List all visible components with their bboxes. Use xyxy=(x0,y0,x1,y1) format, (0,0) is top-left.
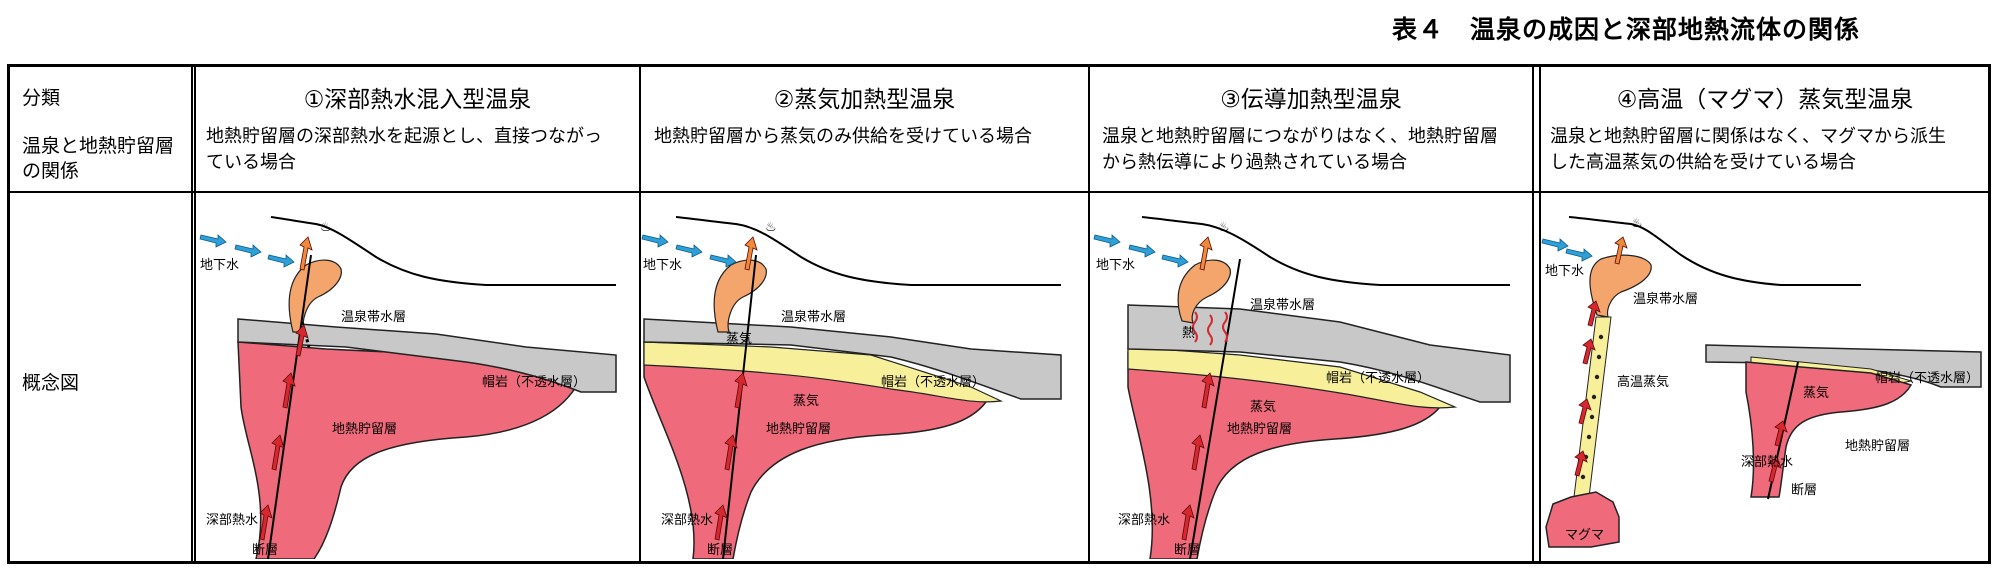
column-2-desc-line1: 地熱貯留層から蒸気のみ供給を受けている場合 xyxy=(654,126,1032,147)
reservoir-label: 地熱貯留層 xyxy=(1845,439,1910,454)
relation-label-line1: 温泉と地熱貯留層 xyxy=(22,135,175,157)
groundwater-label: 地下水 xyxy=(1545,264,1584,279)
diagram-steam-heated-type: ♨ 地下水 温泉帯水層 蒸気 帽岩（不透水層） 蒸気 地熱貯留層 深部熱水 断層 xyxy=(641,216,1062,559)
upflow-arrows xyxy=(259,236,313,541)
cap-rock-label: 帽岩（不透水層） xyxy=(482,374,586,390)
upflow-arrows xyxy=(714,236,758,541)
fault-label: 断層 xyxy=(1791,483,1817,498)
heat-label: 熱 xyxy=(1182,326,1195,341)
steam-zone-label: 蒸気 xyxy=(793,393,819,409)
fault-label: 断層 xyxy=(1174,543,1200,558)
reservoir-label: 地熱貯留層 xyxy=(766,422,831,437)
svg-text:♨: ♨ xyxy=(320,220,332,235)
column-4-desc-line1: 温泉と地熱貯留層に関係はなく、マグマから派生 xyxy=(1550,126,1946,147)
cap-rock-label: 帽岩（不透水層） xyxy=(1875,370,1979,386)
diagram-magma-steam-type: ♨ 地下水 温泉帯水層 帽岩（不透水層） 高温蒸気 蒸気 地熱貯留層 深部熱水 … xyxy=(1541,216,1982,548)
aquifer-label: 温泉帯水層 xyxy=(341,309,406,325)
header-row-divider xyxy=(10,191,1988,193)
concept-label: 概念図 xyxy=(22,372,80,394)
column-3-title: ③伝導加熱型温泉 xyxy=(1220,87,1402,113)
surface-line xyxy=(1568,216,1861,286)
column-3-desc-line1: 温泉と地熱貯留層につながりはなく、地熱貯留層 xyxy=(1102,126,1498,147)
magma-shape xyxy=(1545,491,1620,548)
column-divider xyxy=(194,67,196,561)
fault-line xyxy=(1189,258,1241,559)
surface-line xyxy=(675,216,1061,286)
column-1-desc-line2: ている場合 xyxy=(206,152,296,173)
reservoir-shape xyxy=(237,341,582,559)
cap-rock-shape xyxy=(237,318,617,393)
aquifer-shape xyxy=(1589,254,1652,318)
fault-label: 断層 xyxy=(707,543,733,558)
aquifer-shape xyxy=(288,259,342,333)
diagram-conduction-heated-type: ♨ 地下水 温泉帯水層 熱 帽岩（不透水層） 蒸気 地熱貯留層 深部熱水 断層 xyxy=(1093,216,1511,559)
reservoir-label: 地熱貯留層 xyxy=(332,422,397,437)
groundwater-arrows xyxy=(1093,234,1189,268)
column-divider xyxy=(191,67,193,561)
svg-text:♨: ♨ xyxy=(765,220,777,235)
classification-table xyxy=(7,64,1991,564)
magma-label: マグマ xyxy=(1565,528,1604,543)
column-divider xyxy=(1532,67,1534,561)
groundwater-label: 地下水 xyxy=(200,258,239,273)
aquifer-shape xyxy=(1177,259,1231,324)
steam-zone-shape xyxy=(643,341,1004,403)
cap-rock-label: 帽岩（不透水層） xyxy=(881,374,985,390)
groundwater-arrows xyxy=(199,234,295,268)
steam-zone-label: 蒸気 xyxy=(1250,399,1276,415)
deep-hot-water-label: 深部熱水 xyxy=(1118,513,1170,528)
surface-line xyxy=(270,216,616,286)
column-1-title: ①深部熱水混入型温泉 xyxy=(303,87,532,113)
aquifer-label: 温泉帯水層 xyxy=(1633,291,1698,307)
upflow-arrows xyxy=(1181,236,1215,541)
fault-label: 断層 xyxy=(252,543,278,558)
bunrui-label: 分類 xyxy=(22,87,61,109)
fault-line xyxy=(267,254,312,559)
relation-label-line2: の関係 xyxy=(22,160,80,182)
aquifer-shape xyxy=(713,259,767,333)
column-2-title: ②蒸気加熱型温泉 xyxy=(773,87,956,113)
groundwater-arrows xyxy=(1541,238,1593,262)
column-4-title: ④高温（マグマ）蒸気型温泉 xyxy=(1616,87,1914,113)
steam-zone-label: 蒸気 xyxy=(1803,385,1829,401)
svg-text:♨: ♨ xyxy=(1218,220,1230,235)
aquifer-label: 温泉帯水層 xyxy=(781,309,846,325)
high-temp-steam-label: 高温蒸気 xyxy=(1617,374,1669,390)
reservoir-shape xyxy=(1745,361,1913,498)
aquifer-label: 温泉帯水層 xyxy=(1250,297,1315,313)
deep-hot-water-label: 深部熱水 xyxy=(1741,455,1793,470)
deep-hot-water-label: 深部熱水 xyxy=(206,513,258,528)
svg-text:♨: ♨ xyxy=(1631,216,1643,231)
groundwater-label: 地下水 xyxy=(1096,258,1135,273)
steam-label: 蒸気 xyxy=(726,331,752,347)
table-title: 表４ 温泉の成因と深部地熱流体の関係 xyxy=(1391,15,1860,44)
diagram-deep-hot-water-type: ♨ 地下水 温泉帯水層 帽岩（不透水層） 地熱貯留層 深部熱水 断層 xyxy=(199,216,617,559)
column-divider xyxy=(1088,67,1090,561)
upflow-arrows xyxy=(1574,236,1788,483)
deep-hot-water-label: 深部熱水 xyxy=(661,513,713,528)
reservoir-label: 地熱貯留層 xyxy=(1227,422,1292,437)
surface-line xyxy=(1141,216,1510,286)
column-divider xyxy=(1539,67,1541,561)
column-3-desc-line2: から熱伝導により過熱されている場合 xyxy=(1102,152,1408,173)
column-4-desc-line2: した高温蒸気の供給を受けている場合 xyxy=(1550,152,1856,173)
groundwater-label: 地下水 xyxy=(643,258,682,273)
cap-rock-shape xyxy=(643,318,1062,400)
steam-zone-shape xyxy=(1127,346,1458,409)
heat-wavy-arrows xyxy=(1192,311,1228,346)
cap-rock-label: 帽岩（不透水層） xyxy=(1326,370,1430,386)
column-1-desc-line1: 地熱貯留層の深部熱水を起源とし、直接つながっ xyxy=(206,126,602,147)
groundwater-arrows xyxy=(641,234,737,268)
column-divider xyxy=(639,67,641,561)
